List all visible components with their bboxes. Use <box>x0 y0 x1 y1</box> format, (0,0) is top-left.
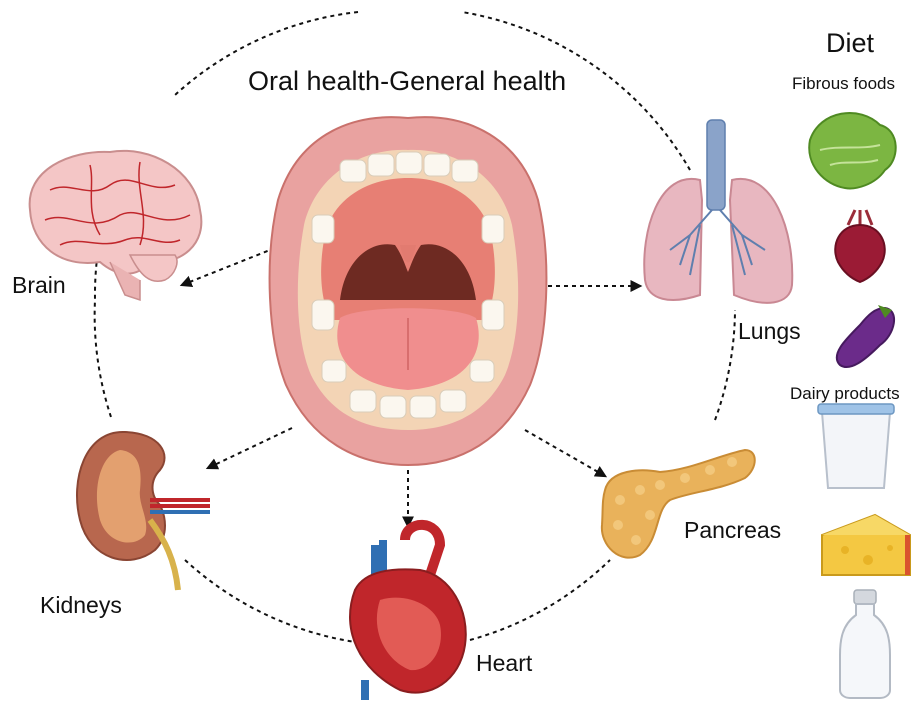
arrow-to-pancreas <box>525 430 605 476</box>
heart-illustration <box>350 525 466 700</box>
beetroot-icon <box>835 210 885 282</box>
fibrous-foods-label: Fibrous foods <box>792 74 895 94</box>
dairy-products-label: Dairy products <box>790 384 900 404</box>
arrow-to-brain <box>182 248 275 285</box>
lettuce-icon <box>809 113 895 188</box>
milk-bottle-icon <box>840 590 890 698</box>
lungs-illustration <box>644 120 792 303</box>
yogurt-cup-icon <box>818 404 894 488</box>
kidney-illustration <box>77 432 210 590</box>
heart-label: Heart <box>476 650 532 677</box>
open-mouth-illustration <box>270 117 547 465</box>
cheese-icon <box>822 515 910 575</box>
lungs-label: Lungs <box>738 318 801 345</box>
pancreas-label: Pancreas <box>684 517 781 544</box>
diet-title: Diet <box>826 28 874 59</box>
brain-label: Brain <box>12 272 66 299</box>
arrow-to-kidneys <box>208 428 292 468</box>
eggplant-icon <box>837 305 894 367</box>
kidneys-label: Kidneys <box>40 592 122 619</box>
diagram-title: Oral health-General health <box>248 66 566 97</box>
